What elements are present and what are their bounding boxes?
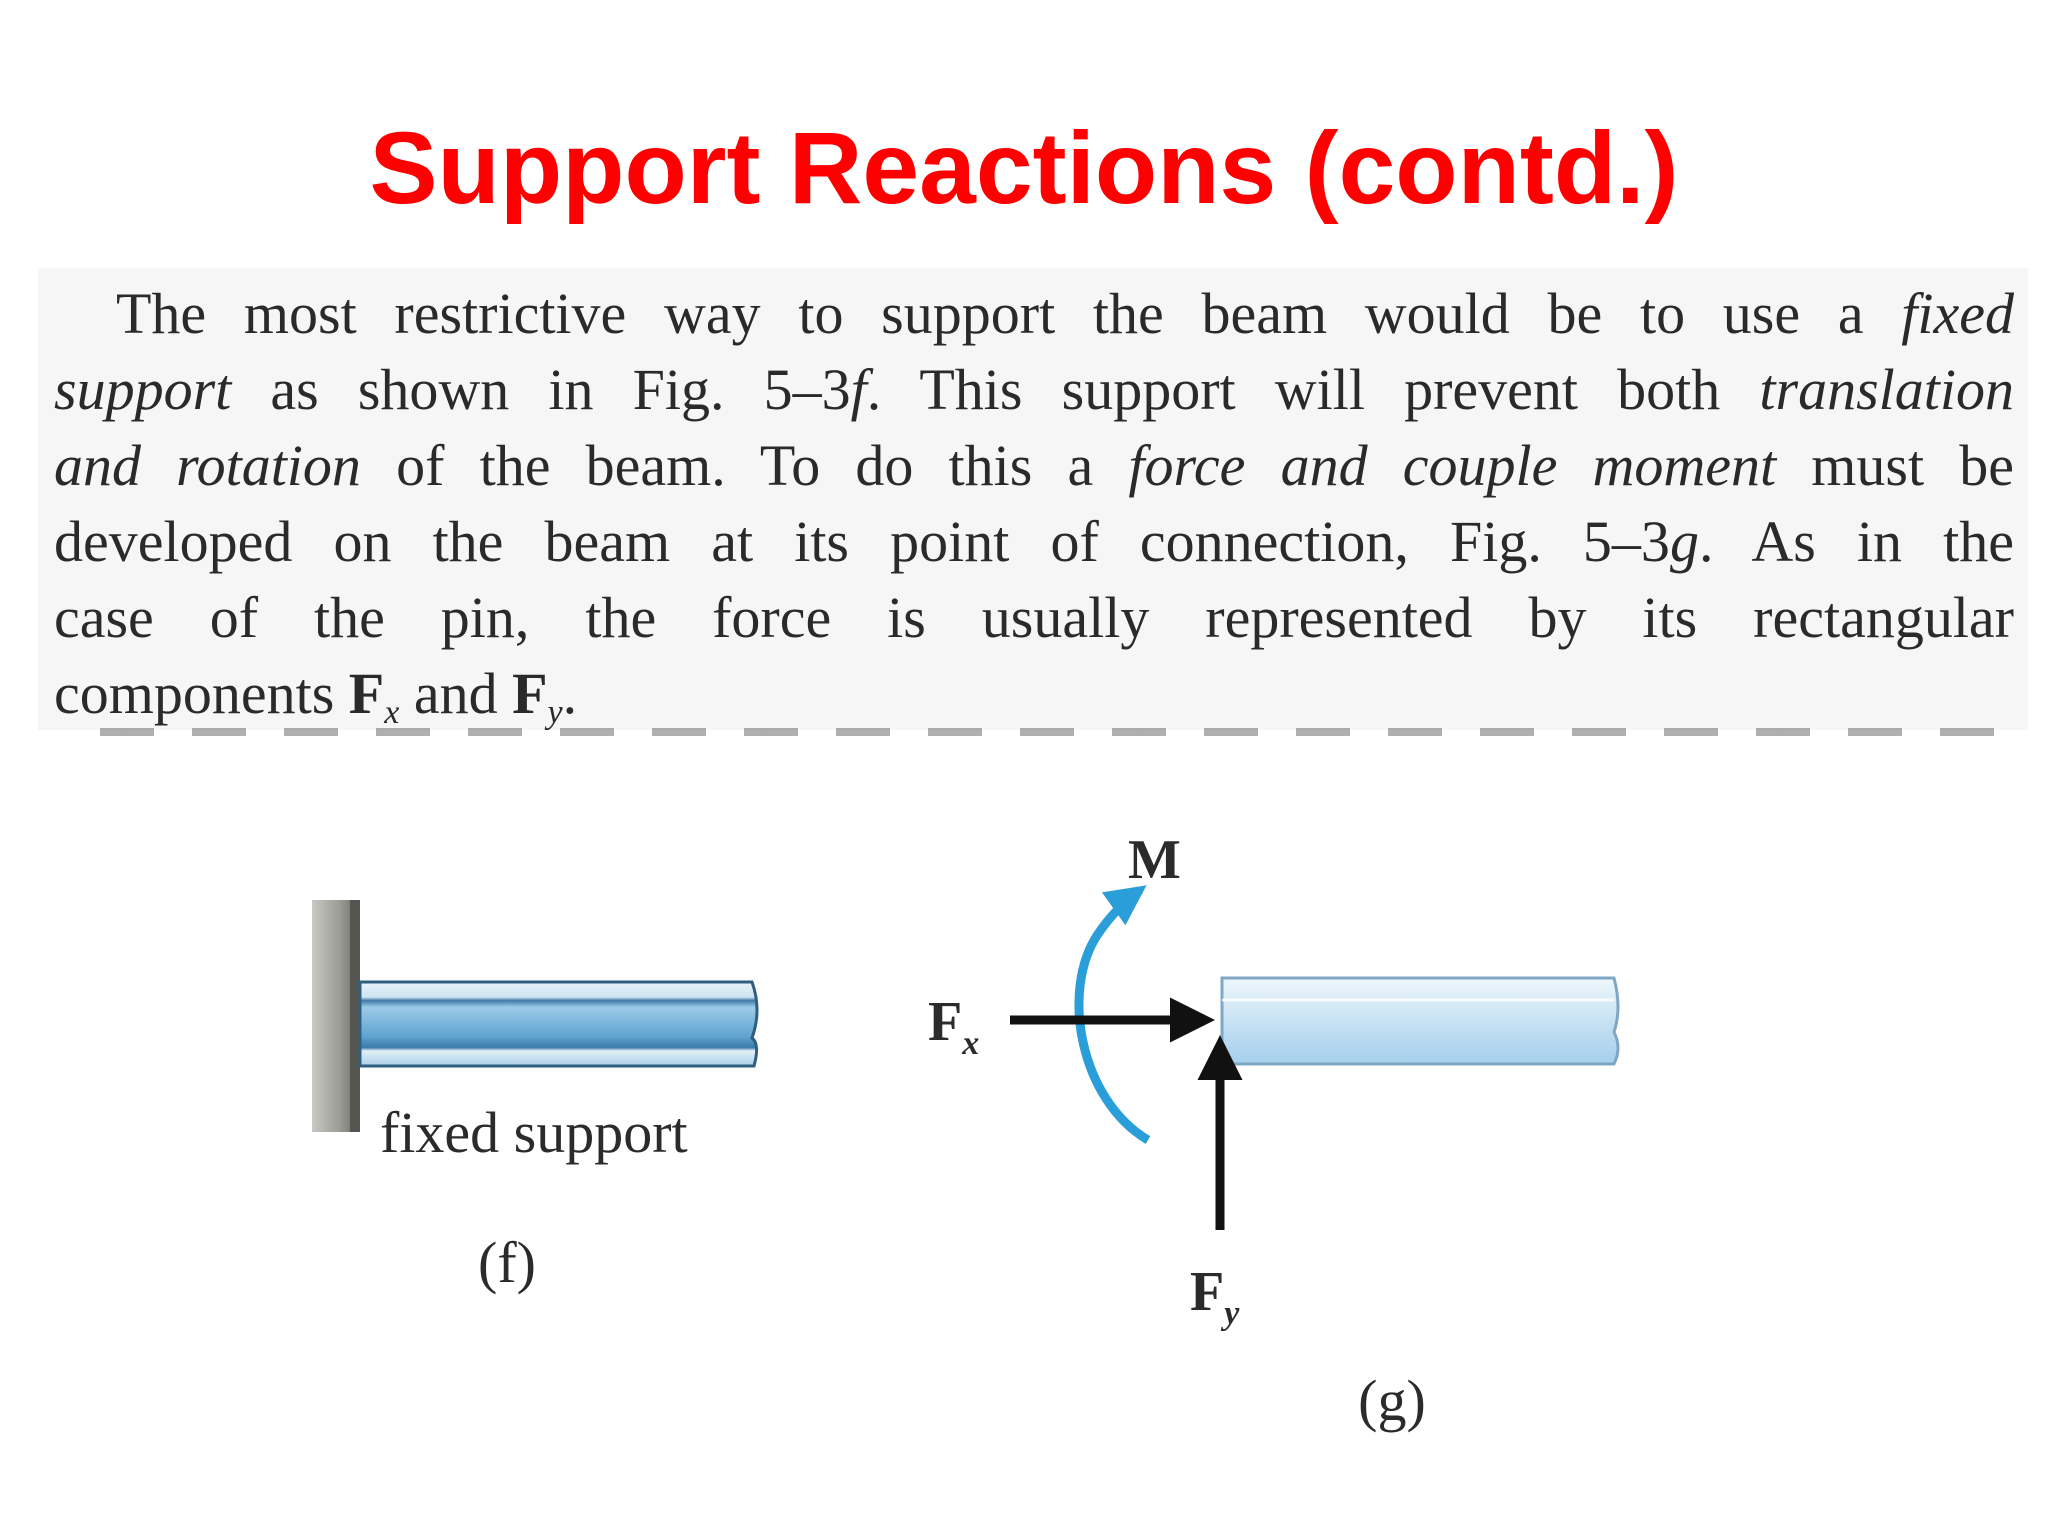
cropped-text-edge [100, 728, 2020, 736]
figure-f-caption: (f) [478, 1230, 536, 1295]
figure-f: fixed support (f) [312, 900, 759, 1295]
excerpt-line-3: and rotation of the beam. To do this a f… [54, 433, 2015, 498]
fixed-beam [358, 980, 759, 1068]
excerpt-line-6: components Fx and Fy. [54, 661, 578, 731]
excerpt-line-5: case of the pin, the force is usually re… [54, 585, 2014, 650]
free-body-beam [1220, 976, 1620, 1066]
couple-moment-arrow [1074, 885, 1151, 1144]
textbook-excerpt-background [38, 268, 2028, 730]
wall-face [350, 900, 360, 1132]
fy-label: Fy [1190, 1261, 1240, 1332]
slide-title: Support Reactions (contd.) [369, 111, 1679, 225]
figure-g: M Fx Fy (g) [928, 829, 1620, 1433]
moment-label: M [1128, 829, 1181, 891]
fixed-support-label: fixed support [380, 1100, 688, 1165]
excerpt-line-2: support as shown in Fig. 5–3f. This supp… [54, 357, 2014, 422]
excerpt-line-4: developed on the beam at its point of co… [54, 509, 2014, 574]
textbook-excerpt: The most restrictive way to support the … [54, 276, 2014, 751]
excerpt-line-1: The most restrictive way to support the … [116, 281, 2014, 346]
fx-label: Fx [928, 991, 979, 1062]
figure-g-caption: (g) [1358, 1368, 1426, 1433]
